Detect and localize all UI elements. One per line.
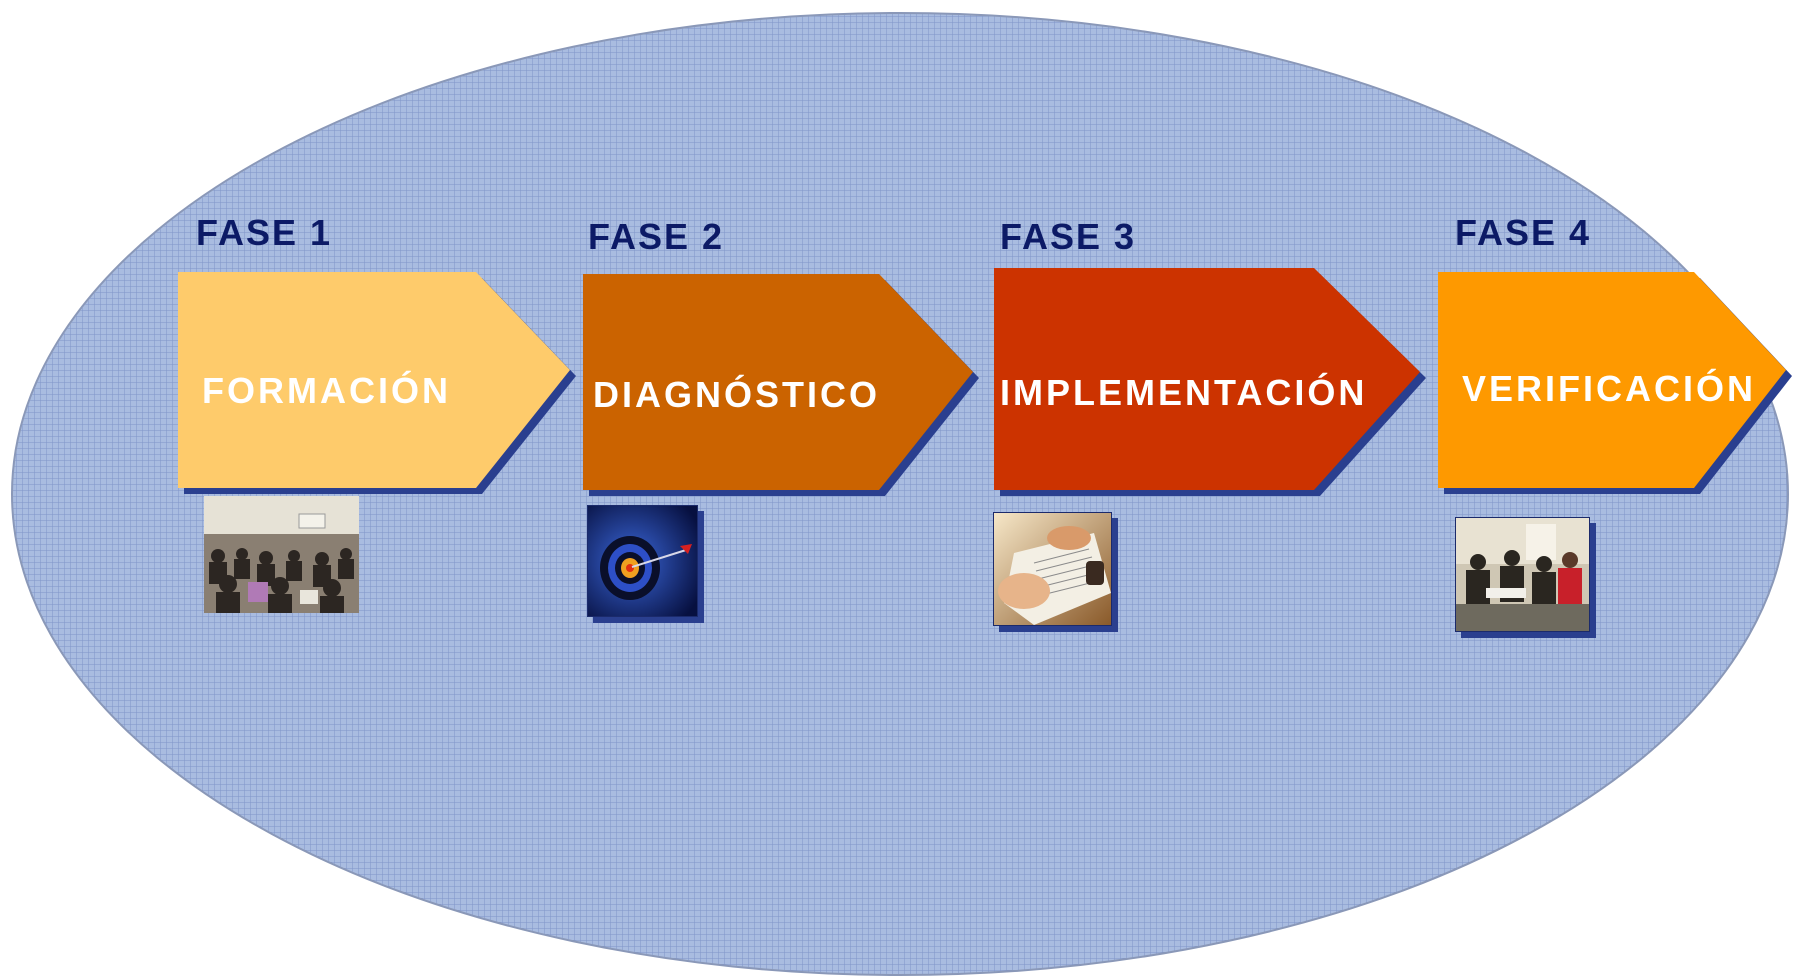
classroom-meeting-photo [204,496,359,613]
group-discussion-photo [1455,517,1590,632]
phase-3-title: IMPLEMENTACIÓN [1000,372,1368,413]
hands-writing-document-photo [993,512,1112,626]
background-ellipse [11,12,1789,976]
phase-2-arrow: DIAGNÓSTICO [583,274,983,496]
target-dart-photo [587,505,698,617]
phase-4-label: FASE 4 [1455,212,1592,253]
phase-1-arrow: FORMACIÓN [178,272,578,494]
phase-2-title: DIAGNÓSTICO [593,374,881,415]
phase-2-label: FASE 2 [588,216,725,257]
phase-4-arrow: VERIFICACIÓN [1438,272,1792,494]
phase-1-label: FASE 1 [196,212,333,253]
phase-3-label: FASE 3 [1000,216,1137,257]
phase-1-title: FORMACIÓN [202,370,451,411]
phase-4-title: VERIFICACIÓN [1462,368,1757,409]
phase-3-arrow: IMPLEMENTACIÓN [994,268,1428,496]
